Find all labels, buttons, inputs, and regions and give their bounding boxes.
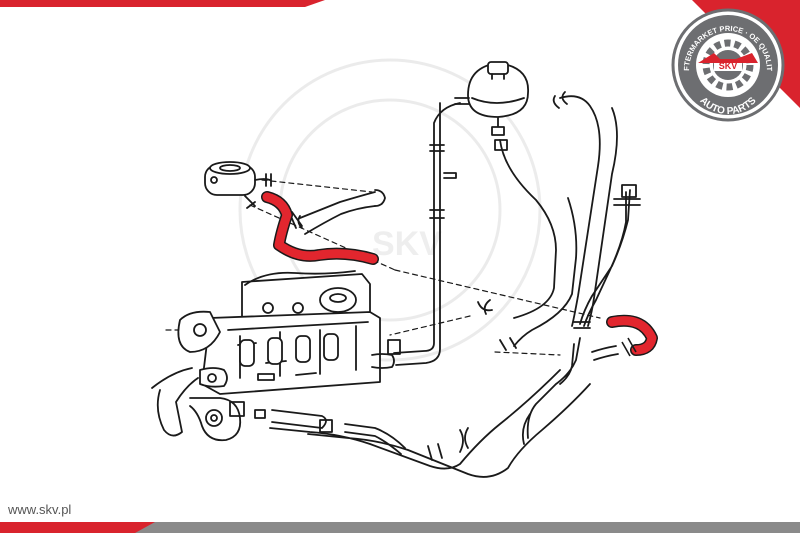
highlighted-hoses	[261, 191, 658, 357]
tank-center-hose	[499, 139, 578, 347]
leader-lines	[164, 179, 601, 356]
right-side-hose	[579, 189, 631, 327]
badge-center-text: SKV	[719, 61, 738, 71]
bottom-gray-overlay	[135, 522, 800, 533]
skv-logo-badge: AFTERMARKET PRICE · OE QUALITY AUTO PART…	[671, 8, 785, 122]
left-components	[151, 310, 406, 455]
tank-left-hose	[393, 102, 461, 366]
expansion-tank	[454, 61, 529, 136]
engine-block	[201, 270, 395, 395]
website-url[interactable]: www.skv.pl	[8, 502, 72, 517]
tank-right-hose	[559, 95, 618, 327]
oil-cooler	[204, 161, 272, 209]
line-art	[151, 61, 641, 478]
top-red-band	[0, 0, 325, 7]
watermark-label: SKV	[372, 225, 442, 263]
return-hoses	[521, 337, 581, 445]
badge-red-swoosh	[698, 53, 758, 63]
cooler-outlet-hose	[299, 191, 376, 235]
